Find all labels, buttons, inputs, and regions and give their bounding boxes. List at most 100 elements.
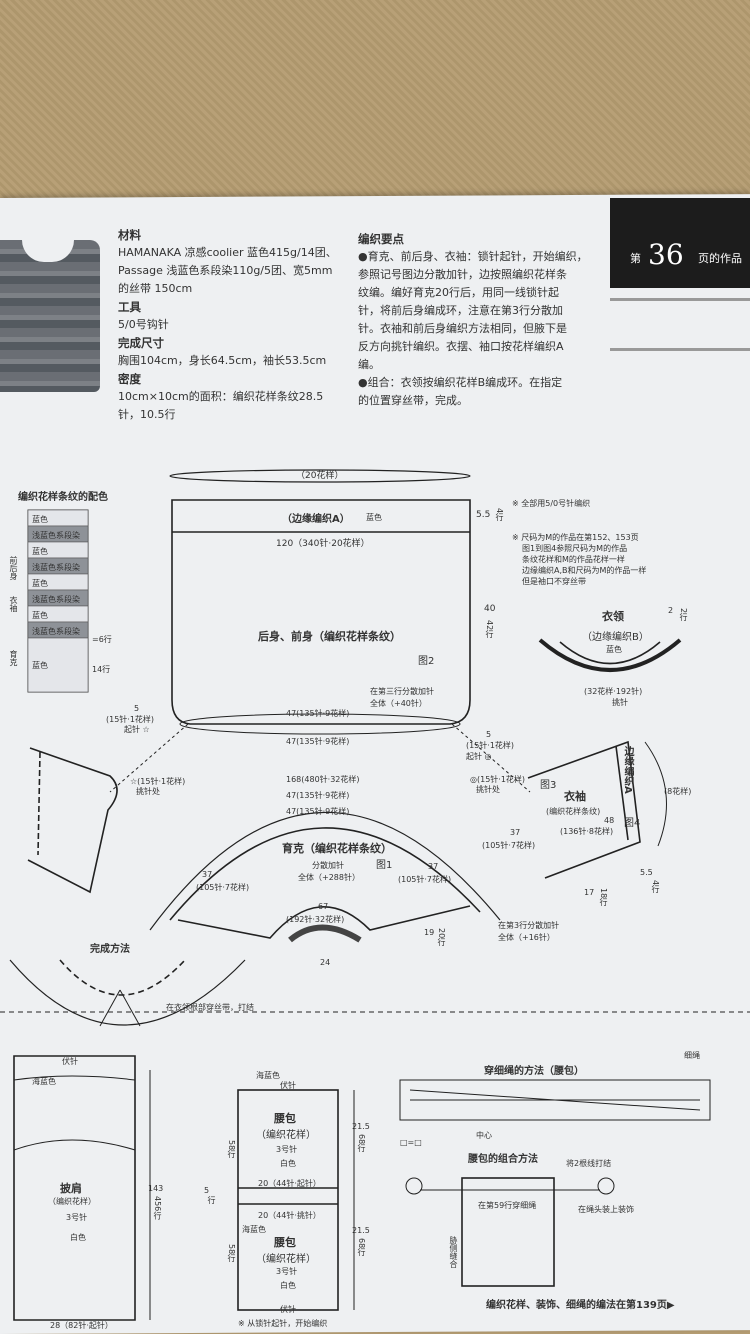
points-line: 纹编。编好育克20行后，用同一线锁针起 xyxy=(358,286,559,299)
stripe-row-label: 蓝色 xyxy=(32,579,48,588)
yoke-top-edge xyxy=(169,827,481,921)
bag-title2: 腰包 xyxy=(274,1236,296,1249)
sleeve-s37: 37 xyxy=(510,828,521,837)
body-bottom-ring xyxy=(179,713,461,735)
yoke-r105: (105针·7花样) xyxy=(398,875,452,884)
body-l5: 5 xyxy=(134,704,140,713)
points-line: ●育克、前后身、衣袖：锁针起针，开始编织， xyxy=(358,250,588,263)
stripe-side-label: 前后身 xyxy=(9,556,18,580)
gauge-line: 10cm×10cm的面积：编织花样条纹28.5 xyxy=(118,390,324,403)
stripe-count: 14行 xyxy=(92,665,111,674)
bag-title: 腰包 xyxy=(274,1112,296,1125)
sleeve-r18: 18行 xyxy=(599,888,608,907)
photo-neck xyxy=(22,240,74,262)
bag-needle: 3号针 xyxy=(276,1145,298,1154)
body-top-ring xyxy=(169,469,471,483)
body-outline xyxy=(171,499,471,725)
bag-bcolor: 海蓝色 xyxy=(242,1225,266,1234)
note-line: ※ 全部用5/0号针编织 xyxy=(512,499,591,508)
badge-suffix: 页的作品 xyxy=(698,252,742,265)
sleeve-r48: 48 xyxy=(604,816,615,825)
materials-line: 的丝带 150cm xyxy=(118,282,193,295)
body-top-count: （20花样） xyxy=(296,471,344,481)
shawl-w28: 28（82针·起针） xyxy=(50,1321,113,1330)
note-line: 边缘编织A,B和尺码为M的作品一样 xyxy=(522,566,647,575)
sleeve-sub: (编织花样条纹) xyxy=(546,807,601,816)
assembly-knot: 将2根线打结 xyxy=(566,1159,612,1168)
bag-outline xyxy=(237,1089,339,1311)
shawl-title: 披肩 xyxy=(60,1182,82,1195)
shawl-sub: （编织花样） xyxy=(48,1197,96,1206)
sleeve-inc2: 全体（+16针） xyxy=(498,933,555,942)
body-b1: 47(135针·9花样) xyxy=(286,709,350,718)
body-l15: (15针·1花样) xyxy=(106,715,155,724)
body-edge-color: 蓝色 xyxy=(366,513,382,522)
left-sleeve-outline xyxy=(27,747,118,894)
bag-needle2: 3号针 xyxy=(276,1267,298,1276)
collar-outer xyxy=(538,638,682,672)
bag-yarn: 白色 xyxy=(280,1159,296,1168)
stripe-row-label: 蓝色 xyxy=(32,661,48,670)
collar-pick: 挑针 xyxy=(612,698,628,707)
points-line: ●组合：衣领按编织花样B编成环。在指定 xyxy=(358,376,563,389)
stripe-row-label: 蓝色 xyxy=(32,515,48,524)
stripe-row-label: 蓝色 xyxy=(32,611,48,620)
bag-startnote: ※ 从锁针起针，开始编织 xyxy=(238,1319,328,1328)
sleeve-s105: (105针·7花样) xyxy=(482,841,536,850)
bag-h215: 21.5 xyxy=(352,1122,370,1131)
body-r15: (15针·1花样) xyxy=(466,741,515,750)
points-line: 编。 xyxy=(358,358,380,371)
body-fig: 图2 xyxy=(418,656,435,667)
sleeve-fig3: 图3 xyxy=(540,780,557,791)
note-line: 条纹花样和M的作品花样一样 xyxy=(522,555,625,564)
finish-note: 在衣领根部穿丝带，打结 xyxy=(166,1003,254,1012)
neck-ribbon xyxy=(288,924,362,943)
yoke-l105: (105针·7花样) xyxy=(196,883,250,892)
body-inc1: 在第三行分散加针 xyxy=(370,687,434,696)
collar-inner xyxy=(559,641,661,665)
cord-center: 中心 xyxy=(476,1131,492,1140)
stripe-fills xyxy=(27,509,89,693)
assembly-left: 在第59行穿细绳 xyxy=(478,1201,537,1210)
yoke-bottom-edge xyxy=(177,905,471,939)
bag-yarn2: 白色 xyxy=(280,1281,296,1290)
yoke-r19: 19 xyxy=(424,928,435,937)
guide-right xyxy=(451,723,531,793)
shawl-start: 伏针 xyxy=(62,1057,78,1066)
right-sleeve-ring xyxy=(644,741,667,847)
yoke-inc2: 全体（+288针） xyxy=(298,873,360,882)
bag-sub2: （编织花样） xyxy=(256,1254,316,1265)
points-line: 针，将前后身编成环，注意在第3行分散加 xyxy=(358,304,563,317)
bag-h68b: 68行 xyxy=(357,1238,366,1257)
stripe-row-label: 浅蓝色系段染 xyxy=(32,531,80,540)
body-b2: 47(135针·9花样) xyxy=(286,737,350,746)
stripe-count: =6行 xyxy=(92,635,112,644)
cord-label: 细绳 xyxy=(684,1051,700,1060)
shawl-stripes xyxy=(13,1075,136,1151)
body-width: 120（340针·20花样） xyxy=(276,539,370,549)
yoke-bot: (192针·32花样) xyxy=(286,915,345,924)
materials-block: 材料 HAMANAKA 凉感coolier 蓝色415g/14团、 Passag… xyxy=(118,226,348,424)
size-title: 完成尺寸 xyxy=(118,336,164,350)
points-line: 反方向挑针编织。衣摆、袖口按花样编织A xyxy=(358,340,564,353)
sleeve-edge: 边缘编织A xyxy=(622,746,633,794)
points-title: 编织要点 xyxy=(358,232,404,246)
rule-1 xyxy=(610,298,750,301)
shawl-h143: 143 xyxy=(148,1184,164,1193)
bag-start: 伏针 xyxy=(280,1081,296,1090)
gauge-title: 密度 xyxy=(118,372,141,386)
shawl-yarn: 白色 xyxy=(70,1233,86,1242)
bag-bottom: 伏针 xyxy=(280,1305,296,1314)
cord-legend: □=□ xyxy=(400,1138,422,1147)
tools-text: 5/0号钩针 xyxy=(118,318,169,331)
body-edge-label: （边缘编织A） xyxy=(282,514,350,525)
shawl-h456: 456行 xyxy=(153,1196,162,1220)
finish-neck-inner xyxy=(59,959,186,996)
cord-line xyxy=(409,1089,701,1111)
sleeve-rpick: ◎(15针·1花样) xyxy=(470,775,526,784)
materials-line: Passage 浅蓝色系段染110g/5团、宽5mm xyxy=(118,264,333,277)
right-sleeve-edge xyxy=(615,745,629,841)
sleeve-r55: 5.5 xyxy=(640,868,653,877)
collar-r2b: 2行 xyxy=(679,608,688,622)
